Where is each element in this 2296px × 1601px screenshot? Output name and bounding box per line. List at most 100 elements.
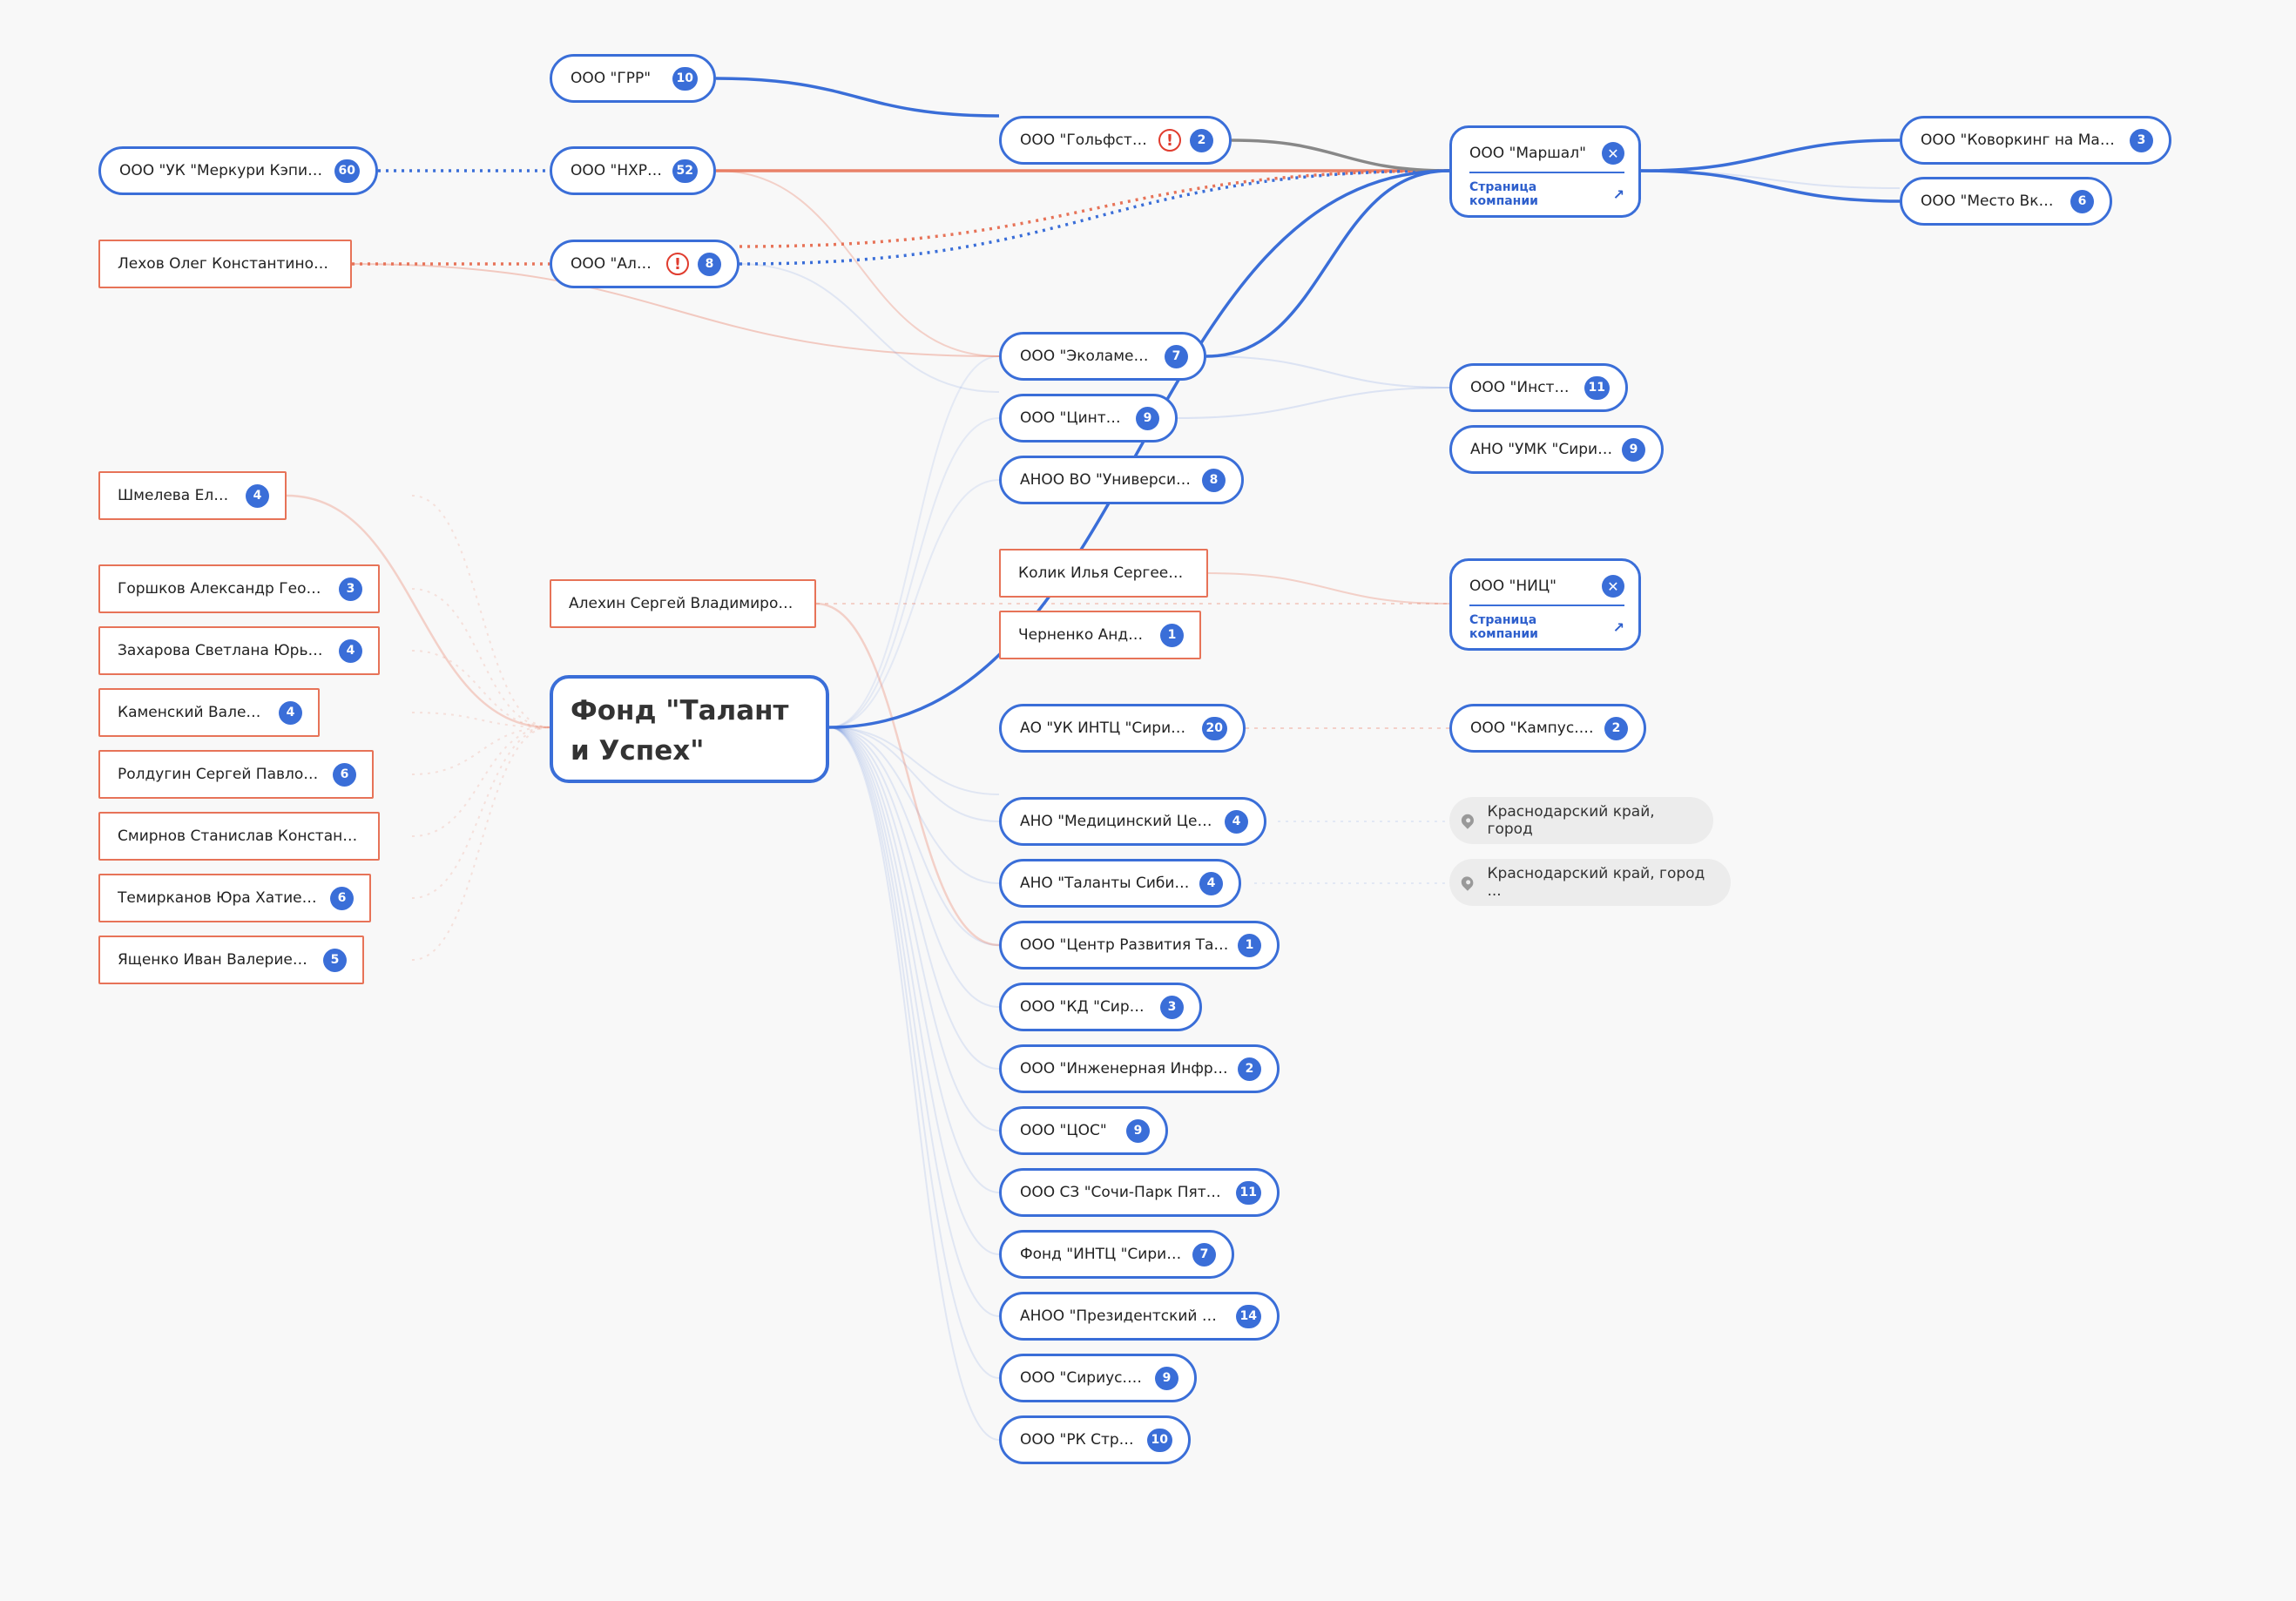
company-node-prez[interactable]: АНОО "Президентский Ли... 14	[999, 1292, 1280, 1341]
person-label: Смирнов Станислав Констант...	[118, 828, 362, 845]
company-node-infra[interactable]: ООО "Инженерная Инфрас... 2	[999, 1044, 1280, 1093]
count-badge: 7	[1192, 1242, 1216, 1267]
person-node-lehov[interactable]: Лехов Олег Константинович	[98, 240, 352, 288]
company-node-kampus[interactable]: ООО "Кампус.ФТ" 2	[1449, 704, 1646, 753]
person-label: Захарова Светлана Юрьев...	[118, 642, 330, 659]
count-badge: 2	[1190, 128, 1213, 152]
count-badge: 6	[2070, 189, 2094, 213]
company-page-link[interactable]: Страница компании ↗	[1469, 180, 1624, 208]
connection-line	[1640, 138, 1901, 172]
company-node-grr[interactable]: ООО "ГРР" 10	[550, 54, 716, 103]
alert-icon: !	[1158, 129, 1181, 152]
company-node-kovorking[interactable]: ООО "Коворкинг на Малом" 3	[1900, 116, 2171, 165]
company-node-alfa[interactable]: ООО "Альфа" ! 8	[550, 240, 739, 288]
count-badge: 11	[1235, 1180, 1261, 1205]
connection-line	[1177, 387, 1450, 419]
card-divider	[1469, 605, 1624, 606]
person-node-kamenskiy[interactable]: Каменский Валерий 4	[98, 688, 320, 737]
location-node-2[interactable]: Краснодарский край, город ...	[1449, 859, 1731, 906]
company-label: ООО СЗ "Сочи-Парк Пять ...	[1020, 1184, 1227, 1201]
connection-line	[351, 263, 1000, 357]
person-node-alehin[interactable]: Алехин Сергей Владимирович	[550, 579, 816, 628]
company-label: ООО "НИЦ"	[1469, 578, 1557, 595]
company-node-nhrs[interactable]: ООО "НХРС" 52	[550, 146, 716, 195]
connection-line	[739, 169, 1450, 248]
company-label: АНО "УМК "Сириус"	[1470, 441, 1613, 458]
person-node-roldugin[interactable]: Ролдугин Сергей Павлович 6	[98, 750, 374, 799]
company-card-marshal[interactable]: ООО "Маршал" ✕ Страница компании ↗	[1449, 125, 1641, 218]
company-node-universitet[interactable]: АНОО ВО "Университет 8	[999, 456, 1244, 504]
person-node-zaharova[interactable]: Захарова Светлана Юрьев... 4	[98, 626, 380, 675]
main-node-fond[interactable]: Фонд "Талант и Успех"	[550, 675, 829, 783]
company-label: ООО "Инстоун"	[1470, 379, 1576, 396]
count-badge: 7	[1165, 344, 1188, 368]
company-label: АО "УК ИНТЦ "Сириус"	[1020, 719, 1193, 737]
connection-line	[411, 495, 550, 728]
person-label: Ролдугин Сергей Павлович	[118, 766, 324, 783]
connection-line	[1640, 169, 1901, 203]
person-node-chernenko[interactable]: Черненко Андрей 1	[999, 611, 1201, 659]
company-node-rk[interactable]: ООО "РК Строй" 10	[999, 1415, 1191, 1464]
company-node-kd[interactable]: ООО "КД "Сириус" 3	[999, 983, 1202, 1031]
person-node-temirkanov[interactable]: Темирканов Юра Хатиевич 6	[98, 874, 371, 922]
person-node-yaschenko[interactable]: Ященко Иван Валериевич 5	[98, 936, 364, 984]
company-page-link[interactable]: Страница компании ↗	[1469, 613, 1624, 641]
person-node-gorshkov[interactable]: Горшков Александр Георг... 3	[98, 564, 380, 613]
count-badge: 6	[330, 886, 354, 910]
connection-line	[715, 170, 1000, 357]
connection-line	[411, 588, 550, 728]
count-badge: 4	[1225, 809, 1248, 834]
company-label: АНОО ВО "Университет	[1020, 471, 1193, 489]
connection-line	[828, 355, 1000, 728]
company-node-umk[interactable]: АНО "УМК "Сириус" 9	[1449, 425, 1664, 474]
alert-icon: !	[666, 253, 689, 275]
count-badge: 8	[698, 252, 721, 276]
close-icon[interactable]: ✕	[1602, 575, 1624, 598]
company-node-talanty[interactable]: АНО "Таланты Сибири" 4	[999, 859, 1241, 908]
company-node-fond-intc[interactable]: Фонд "ИНТЦ "Сириус" 7	[999, 1230, 1234, 1279]
count-badge: 2	[1238, 1057, 1261, 1081]
close-icon[interactable]: ✕	[1602, 142, 1624, 165]
company-node-tsos[interactable]: ООО "ЦОС" 9	[999, 1106, 1168, 1155]
company-node-med[interactable]: АНО "Медицинский Центр 4	[999, 797, 1266, 846]
company-node-merkuri[interactable]: ООО "УК "Меркури Кэпит... 60	[98, 146, 378, 195]
company-node-sirius-is[interactable]: ООО "Сириус.ИС" 9	[999, 1354, 1197, 1402]
company-card-nits[interactable]: ООО "НИЦ" ✕ Страница компании ↗	[1449, 558, 1641, 651]
person-label: Горшков Александр Георг...	[118, 580, 330, 598]
count-badge: 11	[1584, 375, 1610, 400]
company-label: ООО "Маршал"	[1469, 145, 1586, 162]
person-label: Алехин Сергей Владимирович	[569, 595, 799, 612]
person-node-smirnov[interactable]: Смирнов Станислав Констант...	[98, 812, 380, 861]
connection-line	[1231, 138, 1450, 172]
person-node-shmeleva[interactable]: Шмелева Елена 4	[98, 471, 287, 520]
count-badge: 1	[1160, 623, 1184, 647]
connection-line	[815, 602, 1000, 947]
count-badge: 20	[1201, 716, 1227, 740]
person-label: Каменский Валерий	[118, 704, 270, 721]
connection-line	[715, 77, 1000, 118]
company-node-uk-intc[interactable]: АО "УК ИНТЦ "Сириус" 20	[999, 704, 1246, 753]
company-label: ООО "Сириус.ИС"	[1020, 1369, 1146, 1387]
connection-line	[828, 726, 1000, 1008]
connection-line	[1207, 572, 1450, 605]
company-label: Фонд "ИНТЦ "Сириус"	[1020, 1246, 1184, 1263]
count-badge: 10	[1146, 1428, 1172, 1452]
company-page-link-label: Страница компании	[1469, 180, 1538, 208]
person-label: Лехов Олег Константинович	[118, 255, 334, 273]
location-label: Краснодарский край, город	[1487, 803, 1655, 838]
person-node-kolik[interactable]: Колик Илья Сергеевич	[999, 549, 1208, 598]
company-node-instoun[interactable]: ООО "Инстоун" 11	[1449, 363, 1628, 412]
count-badge: 9	[1126, 1118, 1150, 1143]
company-node-ekolamelli[interactable]: ООО "Эколамелли" 7	[999, 332, 1206, 381]
connection-line	[1205, 355, 1450, 388]
connection-line	[828, 169, 1450, 729]
count-badge: 5	[323, 948, 347, 972]
location-label: Краснодарский край, город ...	[1487, 865, 1705, 900]
location-node-1[interactable]: Краснодарский край, город	[1449, 797, 1713, 844]
company-node-tsintex[interactable]: ООО "Цинтэкс" 9	[999, 394, 1178, 442]
company-node-golfstrim[interactable]: ООО "Гольфстрим" ! 2	[999, 116, 1232, 165]
company-node-mesto[interactable]: ООО "Место Вкуса" 6	[1900, 177, 2112, 226]
connection-line	[411, 726, 550, 775]
company-node-crt[interactable]: ООО "Центр Развития Тал... 1	[999, 921, 1280, 969]
company-node-sochi[interactable]: ООО СЗ "Сочи-Парк Пять ... 11	[999, 1168, 1280, 1217]
